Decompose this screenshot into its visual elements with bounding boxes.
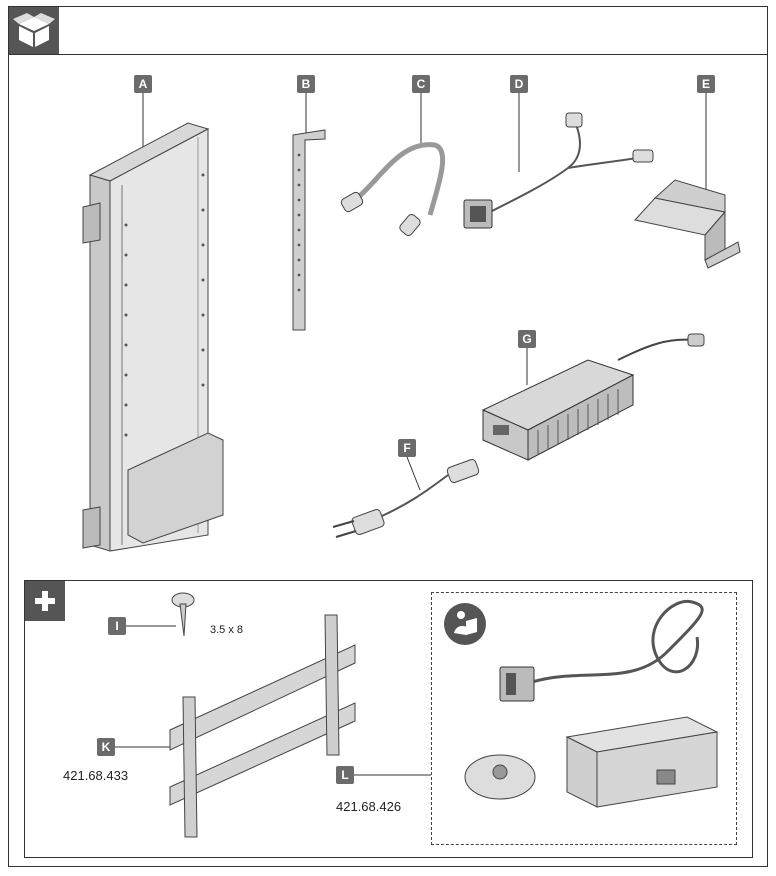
plus-icon — [25, 581, 65, 621]
part-number-k: 421.68.433 — [63, 768, 129, 783]
part-label-l: L — [336, 766, 354, 784]
screw-illustration — [126, 592, 195, 637]
remote-control-illustration — [464, 754, 536, 800]
contents-header-divider — [8, 54, 768, 55]
bracket-illustration — [634, 179, 741, 269]
control-unit-illustration — [565, 716, 719, 808]
screw-size-text: 3.5 x 8 — [210, 624, 244, 636]
part-label-b: B — [297, 75, 315, 93]
y-cable-illustration — [340, 142, 446, 237]
package-box-icon — [9, 7, 59, 54]
part-label-k: K — [97, 738, 115, 756]
lift-unit-illustration — [82, 122, 224, 552]
control-cable-illustration — [499, 600, 704, 702]
part-label-g: G — [518, 330, 536, 348]
part-number-l: 421.68.426 — [336, 799, 402, 814]
control-kit-box — [431, 592, 737, 845]
part-label-c: C — [412, 75, 430, 93]
power-supply-illustration — [481, 333, 705, 461]
switch-cable-illustration — [463, 112, 654, 229]
part-label-a: A — [134, 75, 152, 93]
part-label-e: E — [697, 75, 715, 93]
part-label-f: F — [398, 439, 416, 457]
perforated-strap-illustration — [292, 129, 326, 331]
power-cord-illustration — [332, 458, 480, 538]
leader-line-l — [354, 774, 431, 776]
part-label-i: I — [108, 617, 126, 635]
accessories-section — [24, 580, 753, 858]
read-manual-icon — [444, 603, 486, 645]
part-label-d: D — [510, 75, 528, 93]
page-bottom-rule — [8, 866, 768, 867]
wall-mount-illustration — [115, 614, 356, 838]
